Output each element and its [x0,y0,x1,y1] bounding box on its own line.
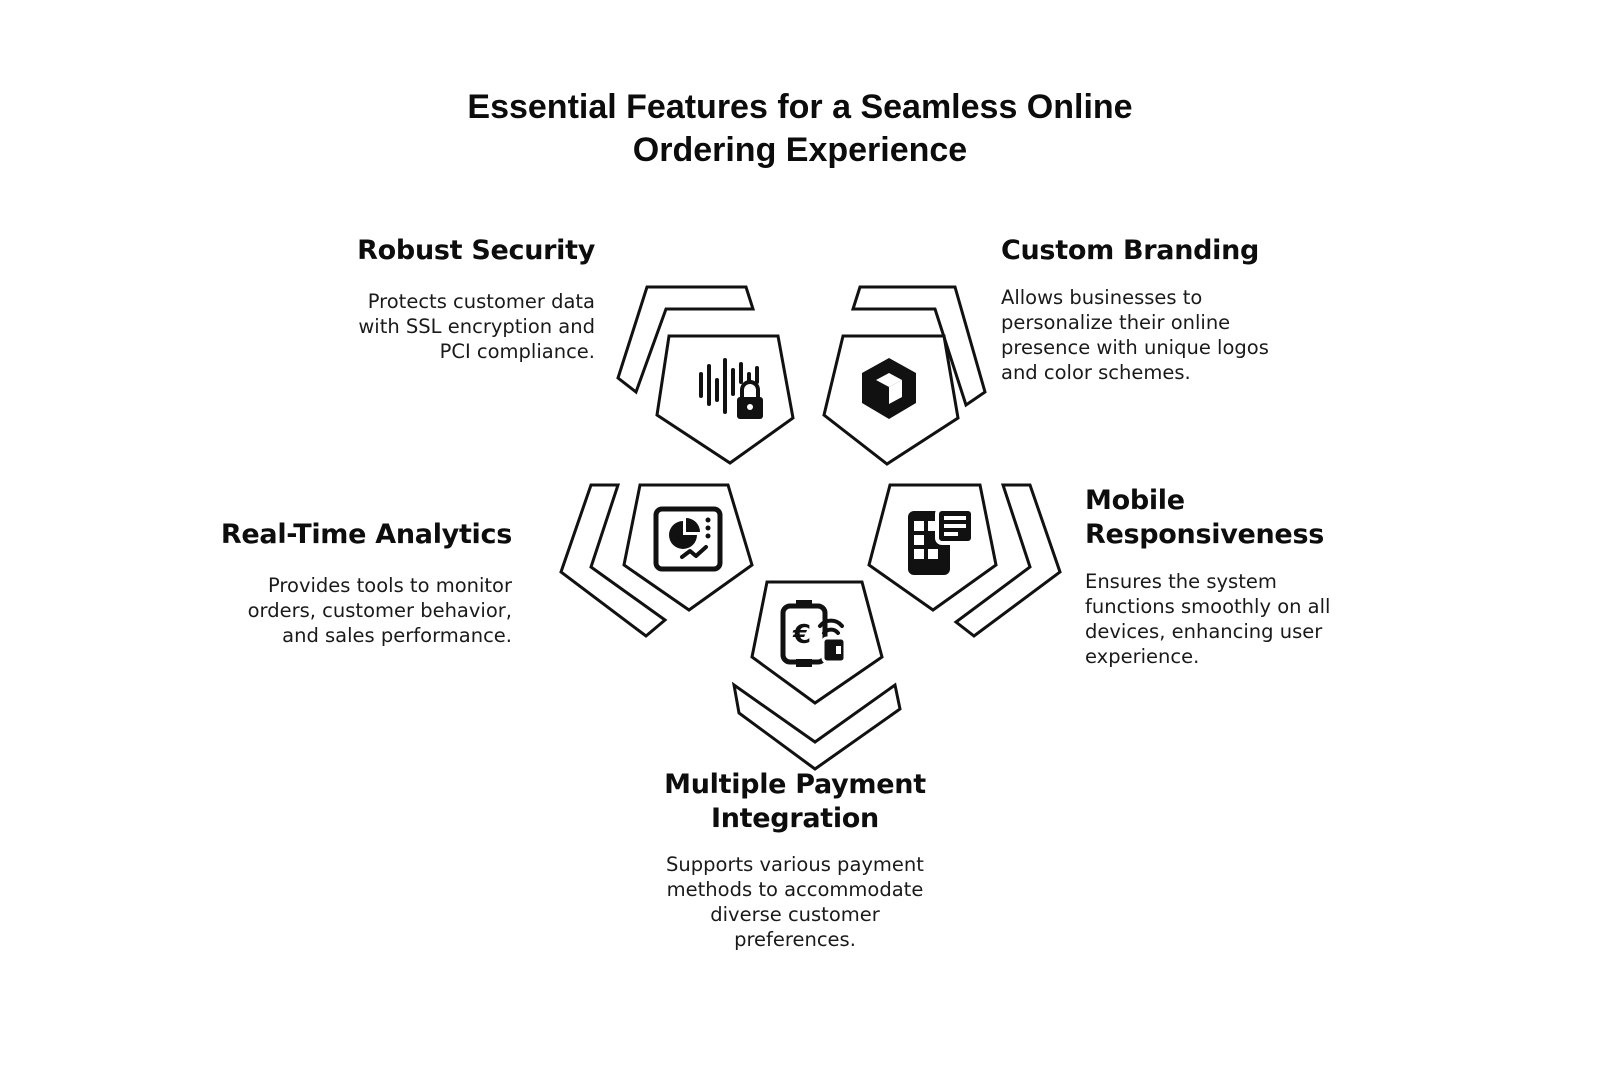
analytics-description: Provides tools to monitor orders, custom… [200,573,512,648]
payment-heading: Multiple Payment Integration [595,768,995,836]
mobile-outer-bracket [953,483,1062,638]
payment-description-line: diverse customer [710,903,880,926]
title-line-1: Essential Features for a Seamless Online [467,88,1133,126]
mobile-description-line: experience. [1085,645,1200,668]
mobile-description-line: Ensures the system [1085,570,1277,593]
soundwave-lock-icon [699,358,763,419]
security-description: Protects customer data with SSL encrypti… [300,289,595,364]
page-title: Essential Features for a Seamless Online… [350,86,1250,172]
mobile-heading-line: Mobile [1085,485,1185,516]
payment-description-line: methods to accommodate [666,878,924,901]
mobile-description-line: functions smoothly on all [1085,595,1331,618]
payment-heading-line: Multiple Payment [664,769,926,800]
payment-description: Supports various payment methods to acco… [595,852,995,952]
euro-wallet-contactless-icon: € [780,600,847,667]
cube-icon [862,358,916,419]
analytics-description-line: Provides tools to monitor [268,574,512,597]
title-line-2: Ordering Experience [632,131,968,169]
svg-text:€: € [792,620,811,650]
branding-outer-bracket [850,285,987,408]
branding-node [822,285,987,466]
branding-description-line: personalize their online [1001,311,1231,334]
analytics-node [559,483,754,638]
payment-outer-bracket [731,681,902,771]
security-description-line: Protects customer data [367,290,595,313]
analytics-description-line: orders, customer behavior, [247,599,512,622]
branding-description-line: Allows businesses to [1001,286,1203,309]
mobile-devices-icon [908,507,975,575]
analytics-description-line: and sales performance. [282,624,512,647]
mobile-description-line: devices, enhancing user [1085,620,1323,643]
payment-description-line: Supports various payment [666,853,924,876]
mobile-heading-line: Responsiveness [1085,519,1324,550]
branding-heading: Custom Branding [1001,235,1260,266]
branding-description: Allows businesses to personalize their o… [1001,285,1361,385]
mobile-node [867,483,1062,638]
security-description-line: PCI compliance. [439,340,595,363]
dashboard-chart-icon [653,506,723,572]
payment-pentagon [750,580,884,705]
analytics-heading: Real-Time Analytics [220,519,512,550]
security-outer-bracket [616,285,756,395]
security-description-line: with SSL encryption and [358,315,595,338]
branding-description-line: presence with unique logos [1001,336,1269,359]
payment-node: € [731,580,902,771]
payment-description-line: preferences. [734,928,856,951]
analytics-outer-bracket [559,483,668,638]
security-heading: Robust Security [357,235,595,266]
mobile-description: Ensures the system functions smoothly on… [1085,569,1445,669]
payment-heading-line: Integration [711,803,879,834]
branding-description-line: and color schemes. [1001,361,1191,384]
mobile-heading: Mobile Responsiveness [1085,484,1445,552]
security-node [616,285,795,465]
